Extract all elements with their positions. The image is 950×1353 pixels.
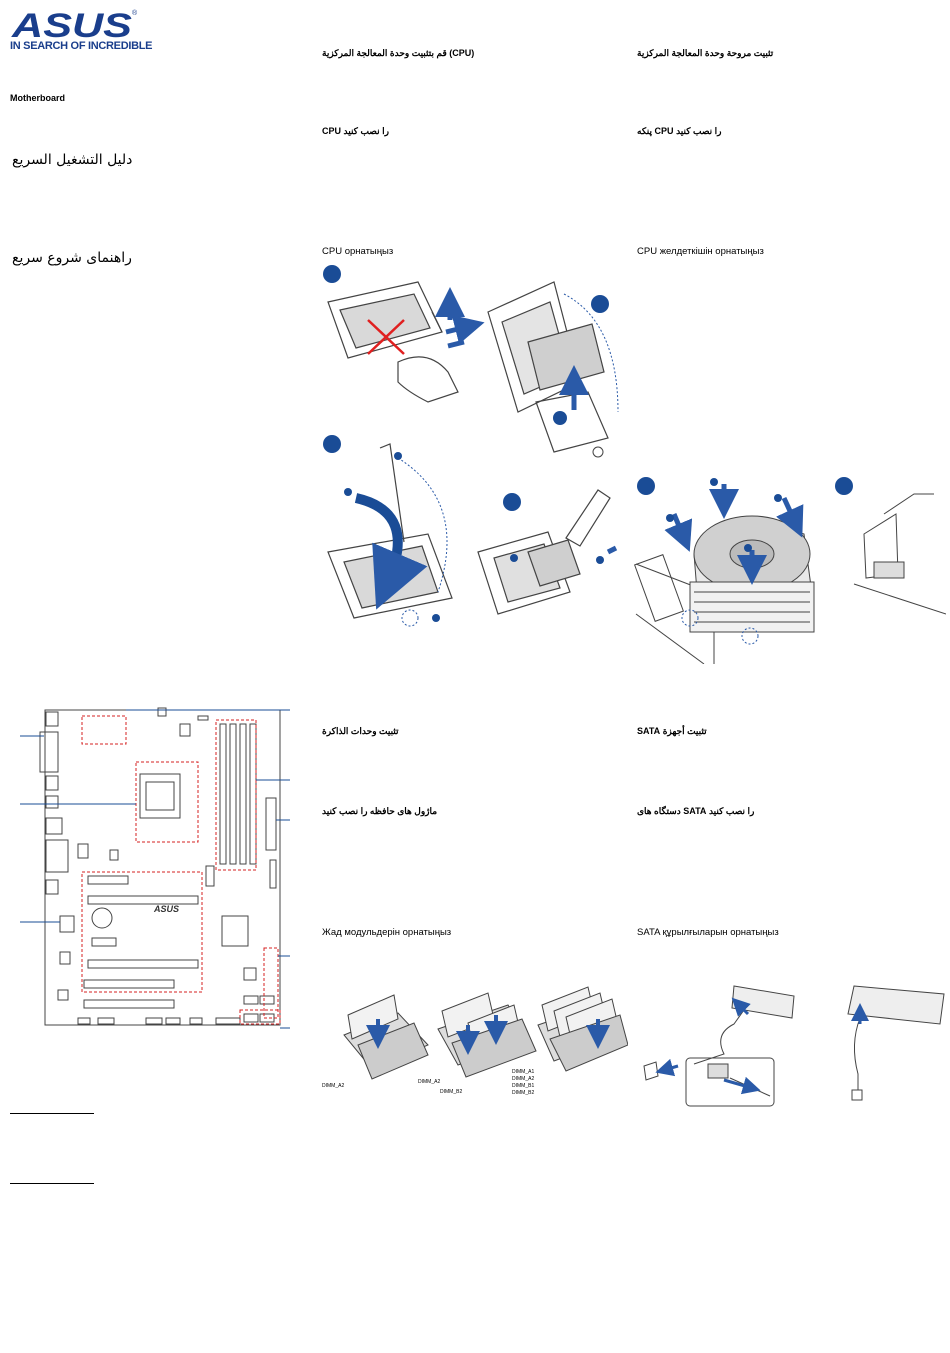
step-badge-1	[323, 265, 341, 283]
step-badge-3	[323, 435, 341, 453]
fan-heading-persian-suffix: را نصب كنيد	[676, 126, 722, 136]
board-logo: ASUS	[153, 904, 179, 914]
memory-heading-arabic: تثبيت وحدات الذاكرة	[322, 726, 399, 736]
fan-heading-arabic: تثبيت مروحة وحدة المعالجة المركزية	[637, 48, 774, 58]
sata-heading-arabic-sata: SATA	[637, 726, 661, 736]
step-badge-fan-1	[637, 477, 655, 495]
cpu-install-illustration	[318, 262, 628, 642]
asus-logo: ASUS	[10, 7, 140, 45]
motherboard-diagram: ASUS	[20, 700, 290, 1040]
footer-rule-1	[10, 1113, 94, 1114]
sata-ports-highlight	[263, 947, 279, 1019]
sata-heading-persian-prefix: دستگاه های	[637, 806, 681, 816]
dimm-label-quad-1: DIMM_A1	[512, 1069, 534, 1075]
cpu-fan-header-highlight	[81, 715, 127, 745]
cpu-heading-persian-text: را نصب كنيد	[343, 126, 389, 136]
dimm-label-single: DIMM_A2	[322, 1083, 344, 1089]
sata-heading-arabic: تثبيت أجهزة SATA	[637, 726, 707, 737]
dimm-label-quad-4: DIMM_B2	[512, 1090, 534, 1096]
step-badge-fan-2	[835, 477, 853, 495]
cpu-heading-arabic: (CPU) قم بتثبيت وحدة المعالجة المركزية	[322, 48, 475, 58]
sata-install-illustration	[634, 984, 946, 1112]
cpu-heading-kazakh: CPU орнатыңыз	[322, 246, 394, 257]
dimm-label-dual-b: DIMM_B2	[440, 1089, 462, 1095]
cpu-heading-persian: را نصب كنيد CPU	[322, 126, 389, 137]
sata-heading-persian: را نصب كنيد SATA دستگاه های	[637, 806, 754, 817]
brand-tagline: IN SEARCH OF INCREDIBLE	[10, 40, 153, 52]
sata-heading-persian-suffix: را نصب كنيد	[708, 806, 755, 816]
cross-mark-icon	[367, 319, 405, 355]
product-label: Motherboard	[10, 93, 65, 103]
memory-heading-persian: ماژول های حافظه را نصب كنيد	[322, 806, 438, 816]
memory-heading-kazakh: Жад модульдерін орнатыңыз	[322, 927, 452, 938]
fan-heading-persian-cpu: CPU	[654, 126, 674, 136]
asus-logo-mark: ASUS	[11, 7, 133, 45]
fan-heading-persian-prefix: پنكه	[637, 126, 653, 136]
memory-install-illustration: DIMM_A2 DIMM_A2 DIMM_B2 DIMM_A1 DIMM_A2 …	[318, 985, 629, 1097]
sata-bottom-highlight	[239, 1009, 281, 1025]
step-badge-2	[591, 295, 609, 313]
fan-install-illustration	[634, 474, 947, 665]
down-arrow-icon	[354, 493, 428, 610]
fan-heading-persian: را نصب كنيد CPU پنكه	[637, 126, 722, 137]
dimm-label-dual-a: DIMM_A2	[418, 1079, 440, 1085]
cpu-socket-highlight	[135, 761, 199, 843]
sata-heading-kazakh: SATA құрылғыларын орнатыңыз	[637, 927, 779, 938]
cpu-heading-persian-cpu: CPU	[322, 126, 342, 136]
sata-heading-arabic-text: تثبيت أجهزة	[662, 726, 707, 736]
sata-heading-persian-sata: SATA	[683, 806, 707, 816]
guide-title-arabic: دليل التشغيل السريع	[12, 152, 133, 168]
fan-heading-kazakh: CPU желдеткішін орнатыңыз	[637, 246, 764, 257]
dimm-label-quad-2: DIMM_A2	[512, 1076, 534, 1082]
dimm-label-quad-3: DIMM_B1	[512, 1083, 534, 1089]
pcie-slots-highlight	[81, 871, 203, 993]
step-badge-4	[503, 493, 521, 511]
footer-rule-2	[10, 1183, 94, 1184]
asus-logo-text: ASUS	[11, 8, 133, 40]
guide-title-persian: راهنمای شروع سریع	[12, 250, 132, 266]
dimm-slots-highlight	[215, 719, 257, 871]
registered-mark: ®	[132, 10, 138, 17]
